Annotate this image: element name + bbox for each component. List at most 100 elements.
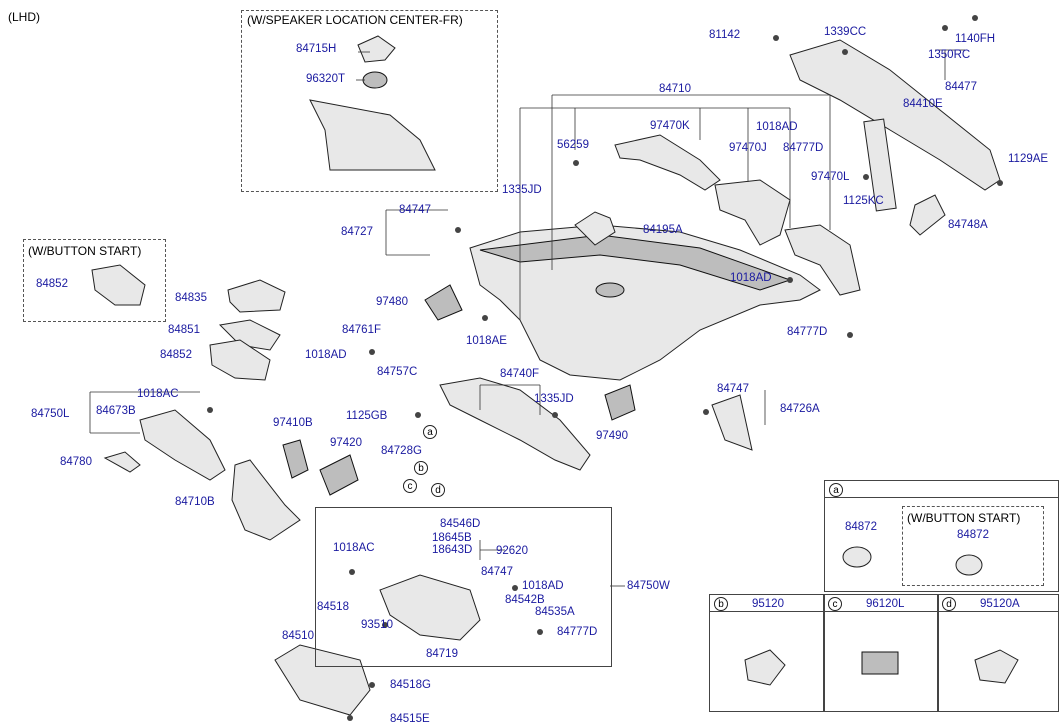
detail-b-part-label[interactable]: 95120	[752, 598, 784, 610]
callout-b[interactable]: b	[414, 461, 428, 475]
part-label-81142[interactable]: 81142	[709, 29, 741, 41]
part-label-84673B[interactable]: 84673B	[96, 405, 136, 417]
button-start-shroud-drawing	[91, 264, 146, 306]
part-label-84852-inset[interactable]: 84852	[36, 278, 68, 290]
part-label-84710B[interactable]: 84710B	[175, 496, 215, 508]
part-label-84195A[interactable]: 84195A	[643, 224, 683, 236]
button-start-inset-title: (W/BUTTON START)	[28, 244, 142, 258]
part-label-1339CC[interactable]: 1339CC	[824, 26, 867, 38]
detail-a-key: a	[829, 483, 843, 497]
part-label-84410E[interactable]: 84410E	[903, 98, 943, 110]
detail-b-socket-drawing	[744, 649, 786, 686]
vent-97480-drawing	[424, 284, 463, 321]
detail-d-part-label[interactable]: 95120A	[980, 598, 1020, 610]
detail-d-socket-drawing	[974, 649, 1019, 684]
part-label-97420[interactable]: 97420	[330, 437, 362, 449]
shroud-84835-drawing	[227, 279, 286, 313]
part-label-84510[interactable]: 84510	[282, 630, 314, 642]
part-label-84740F[interactable]: 84740F	[500, 368, 540, 380]
part-label-84777D-top[interactable]: 84777D	[783, 142, 824, 154]
part-label-84750W[interactable]: 84750W	[627, 580, 670, 592]
part-label-1018AD-top[interactable]: 1018AD	[756, 121, 798, 133]
part-label-84710[interactable]: 84710	[659, 83, 691, 95]
part-label-84835[interactable]: 84835	[175, 292, 207, 304]
part-label-1140FH[interactable]: 1140FH	[955, 33, 996, 45]
part-label-96320T[interactable]: 96320T	[306, 73, 346, 85]
detail-b-key: b	[714, 597, 728, 611]
part-label-84777D-glovebox[interactable]: 84777D	[557, 626, 598, 638]
part-label-1018AD-left[interactable]: 1018AD	[305, 349, 347, 361]
part-label-84535A[interactable]: 84535A	[535, 606, 575, 618]
part-label-84757C[interactable]: 84757C	[377, 366, 418, 378]
part-label-84747-upper[interactable]: 84747	[399, 204, 431, 216]
part-label-84780[interactable]: 84780	[60, 456, 92, 468]
detail-c-key: c	[828, 597, 842, 611]
vent-97410B-drawing	[282, 439, 309, 479]
part-label-84747-glovebox[interactable]: 84747	[481, 566, 513, 578]
part-label-84750L[interactable]: 84750L	[31, 408, 70, 420]
crash-pad-top-drawing	[479, 234, 792, 291]
detail-a-header	[824, 480, 1059, 498]
part-label-1335JD-lower[interactable]: 1335JD	[534, 393, 574, 405]
part-label-84761F[interactable]: 84761F	[342, 324, 382, 336]
center-fascia-lower-drawing	[439, 377, 591, 471]
part-label-56259[interactable]: 56259	[557, 139, 589, 151]
shroud-84852-drawing	[209, 339, 271, 381]
side-cover-84726A-drawing	[711, 394, 753, 451]
duct-97470J-drawing	[714, 179, 791, 246]
callout-c[interactable]: c	[403, 479, 417, 493]
part-label-18643D[interactable]: 18643D	[432, 544, 473, 556]
part-label-84726A[interactable]: 84726A	[780, 403, 820, 415]
part-label-97470L[interactable]: 97470L	[811, 171, 850, 183]
part-label-1125GB[interactable]: 1125GB	[346, 410, 388, 422]
part-label-84518G[interactable]: 84518G	[390, 679, 431, 691]
part-label-97410B[interactable]: 97410B	[273, 417, 313, 429]
part-label-97470J[interactable]: 97470J	[729, 142, 767, 154]
part-label-1335JD-upper[interactable]: 1335JD	[502, 184, 542, 196]
callout-a[interactable]: a	[423, 425, 437, 439]
detail-a-ring-drawing	[842, 546, 872, 568]
part-label-84515E[interactable]: 84515E	[390, 713, 430, 725]
part-label-84728G[interactable]: 84728G	[381, 445, 422, 457]
part-label-93510[interactable]: 93510	[361, 619, 393, 631]
detail-a-part-label[interactable]: 84872	[845, 521, 877, 533]
part-label-84542B[interactable]: 84542B	[505, 594, 545, 606]
part-label-1018AD-mid[interactable]: 1018AD	[730, 272, 772, 284]
part-label-1350RC[interactable]: 1350RC	[928, 49, 971, 61]
part-label-84518[interactable]: 84518	[317, 601, 349, 613]
part-label-84747-right[interactable]: 84747	[717, 383, 749, 395]
part-label-84777D-mid[interactable]: 84777D	[787, 326, 828, 338]
detail-bcd-header	[709, 594, 1059, 612]
part-label-84715H[interactable]: 84715H	[296, 43, 337, 55]
part-label-84727[interactable]: 84727	[341, 226, 373, 238]
detail-a-sub-ring-drawing	[955, 554, 983, 576]
part-label-1018AE[interactable]: 1018AE	[466, 335, 507, 347]
part-label-1018AC-glovebox[interactable]: 1018AC	[333, 542, 375, 554]
part-label-84719[interactable]: 84719	[426, 648, 458, 660]
part-label-84477[interactable]: 84477	[945, 81, 977, 93]
detail-a-sub-part-label[interactable]: 84872	[957, 529, 989, 541]
part-label-84546D[interactable]: 84546D	[440, 518, 481, 530]
part-label-97480[interactable]: 97480	[376, 296, 408, 308]
detail-c-divider	[823, 594, 825, 712]
speaker-grille-drawing	[595, 282, 625, 298]
callout-d[interactable]: d	[431, 483, 445, 497]
cowl-brace-drawing	[863, 118, 897, 212]
part-label-84748A[interactable]: 84748A	[948, 219, 988, 231]
variant-label: (LHD)	[8, 10, 40, 24]
part-label-1129AE[interactable]: 1129AE	[1008, 153, 1049, 165]
part-label-84851[interactable]: 84851	[168, 324, 200, 336]
fasteners	[207, 15, 1003, 721]
detail-c-part-label[interactable]: 96120L	[866, 598, 905, 610]
detail-bcd-box	[709, 594, 1059, 712]
speaker-inset-box	[241, 10, 498, 192]
part-label-97490[interactable]: 97490	[596, 430, 628, 442]
part-label-1018AD-glovebox[interactable]: 1018AD	[522, 580, 564, 592]
part-label-1018AC-left[interactable]: 1018AC	[137, 388, 179, 400]
part-label-84852[interactable]: 84852	[160, 349, 192, 361]
part-label-1125KC[interactable]: 1125KC	[843, 195, 884, 207]
part-label-97470K[interactable]: 97470K	[650, 120, 690, 132]
part-label-18645B[interactable]: 18645B	[432, 532, 472, 544]
part-label-92620[interactable]: 92620	[496, 545, 528, 557]
leader-lines	[89, 49, 965, 587]
